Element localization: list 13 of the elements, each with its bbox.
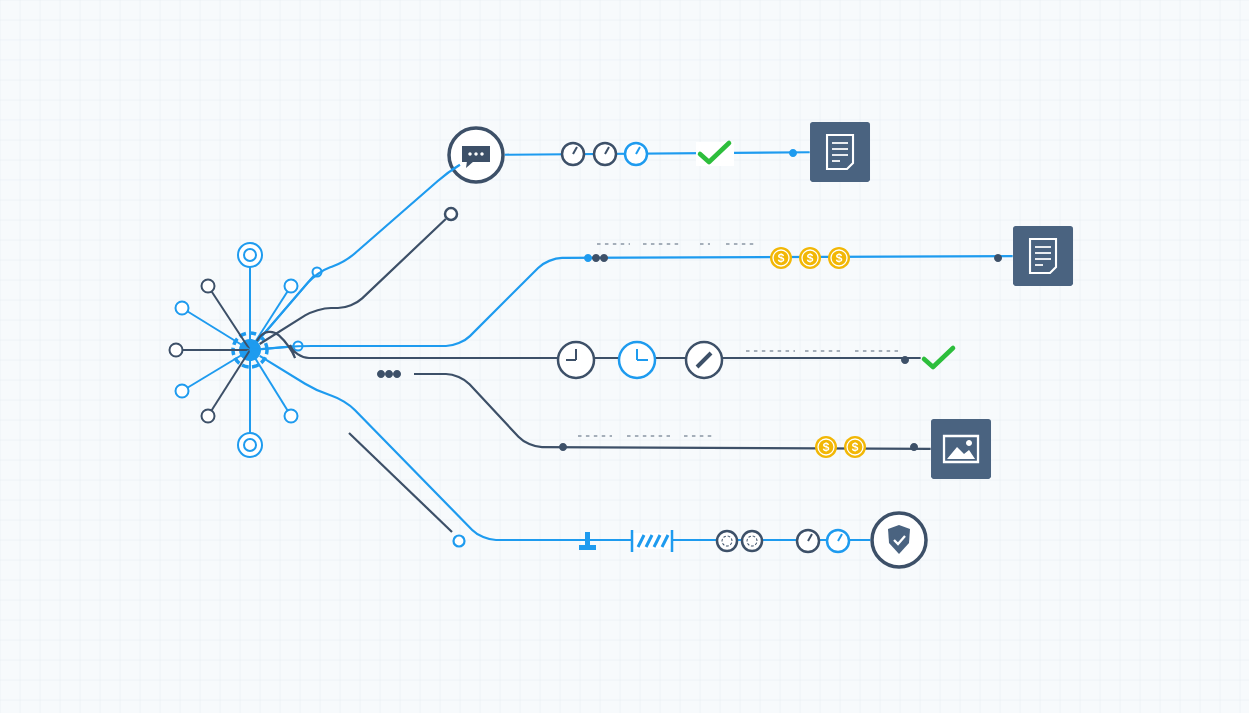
connector-line — [256, 163, 462, 343]
image-icon — [931, 419, 991, 479]
checkmark-icon — [921, 345, 956, 370]
document-icon — [1013, 226, 1073, 286]
connector-line — [414, 372, 931, 450]
hub-node — [231, 331, 269, 369]
shield-icon — [870, 511, 928, 569]
connector-line — [261, 255, 1013, 351]
connector-line — [255, 330, 921, 360]
chat-icon — [447, 126, 505, 184]
connector-line — [259, 355, 871, 542]
document-icon — [810, 122, 870, 182]
connector-line — [259, 218, 447, 345]
